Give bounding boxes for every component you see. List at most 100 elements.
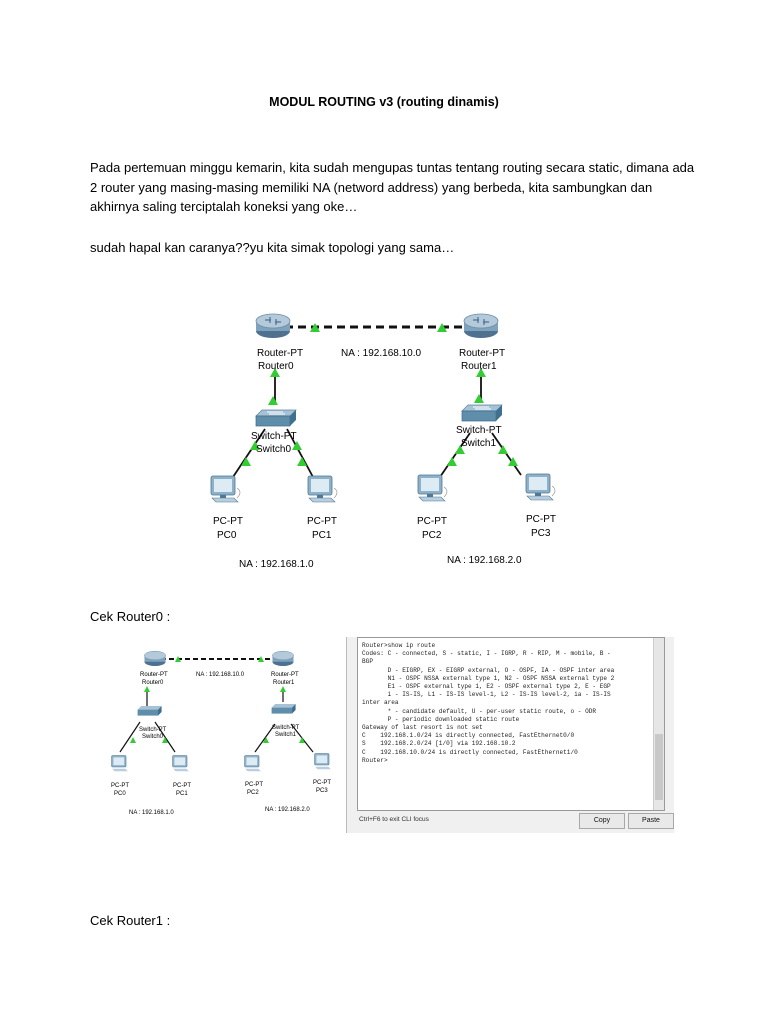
- cli-line: Codes: C - connected, S - static, I - IG…: [362, 650, 611, 658]
- switch1-name-label: Switch1: [275, 732, 297, 738]
- cli-line: P - periodic downloaded static route: [362, 715, 520, 723]
- link-status-marker: [447, 457, 457, 466]
- topology-thumbnail: Router-PT Router0 Router-PT Router1 NA :…: [111, 650, 331, 816]
- paste-button[interactable]: Paste: [628, 813, 674, 829]
- link-switch0-pc0: [119, 721, 141, 753]
- switch1-icon[interactable]: [271, 704, 296, 714]
- router0-type-label: Router-PT: [140, 672, 168, 678]
- intro-line: akhirnya saling terciptalah koneksi yang…: [90, 199, 358, 214]
- cli-scrollbar[interactable]: [653, 638, 664, 810]
- link-status-marker: [130, 737, 136, 743]
- link-switch1-pc3: [491, 432, 522, 476]
- router0-icon[interactable]: [255, 313, 291, 339]
- router1-name-label: Router1: [461, 361, 497, 372]
- link-switch1-pc2: [254, 723, 276, 753]
- pc1-name-label: PC1: [312, 530, 332, 541]
- cli-line: i - IS-IS, L1 - IS-IS level-1, L2 - IS-I…: [362, 691, 611, 699]
- cli-line: Gateway of last resort is not set: [362, 724, 483, 732]
- router1-name-label: Router1: [273, 680, 295, 686]
- switch1-icon[interactable]: [461, 404, 503, 422]
- link-status-marker: [175, 656, 181, 662]
- heading-cek-router1: Cek Router1 :: [90, 913, 171, 928]
- lan1-network-label: NA : 192.168.2.0: [447, 555, 522, 566]
- pc3-type-label: PC-PT: [313, 780, 331, 786]
- link-status-marker: [162, 737, 168, 743]
- pc0-type-label: PC-PT: [213, 516, 243, 527]
- lan0-network-label: NA : 192.168.1.0: [129, 810, 174, 816]
- cli-line: C 192.168.1.0/24 is directly connected, …: [362, 732, 575, 740]
- switch1-type-label: Switch-PT: [456, 425, 502, 436]
- lan0-network-label: NA : 192.168.1.0: [239, 559, 314, 570]
- intro-paragraph: Pada pertemuan minggu kemarin, kita suda…: [90, 158, 695, 217]
- cli-line: BGP: [362, 658, 373, 666]
- cli-line: C 192.168.10.0/24 is directly connected,…: [362, 748, 578, 756]
- cli-line: inter area: [362, 699, 399, 707]
- cli-window: Router>show ip route Codes: C - connecte…: [346, 637, 674, 833]
- link-status-marker: [280, 686, 286, 692]
- cli-line: Router>show ip route: [362, 642, 436, 649]
- switch0-type-label: Switch-PT: [251, 431, 297, 442]
- link-switch1-pc2: [439, 432, 471, 478]
- pc0-name-label: PC0: [114, 791, 126, 797]
- pc1-name-label: PC1: [176, 791, 188, 797]
- pc2-name-label: PC2: [247, 790, 259, 796]
- pc0-name-label: PC0: [217, 530, 237, 541]
- router1-icon[interactable]: [272, 650, 294, 667]
- cli-line: N1 - OSPF NSSA external type 1, N2 - OSP…: [362, 674, 615, 682]
- link-network-label: NA : 192.168.10.0: [341, 348, 422, 359]
- cli-focus-hint: Ctrl+F6 to exit CLI focus: [359, 816, 429, 823]
- cli-line: E1 - OSPF external type 1, E2 - OSPF ext…: [362, 683, 611, 691]
- copy-button[interactable]: Copy: [579, 813, 625, 829]
- link-status-marker: [299, 737, 305, 743]
- router1-icon[interactable]: [463, 313, 499, 339]
- link-status-marker: [474, 394, 484, 403]
- pc3-type-label: PC-PT: [526, 514, 556, 525]
- router0-icon[interactable]: [144, 650, 166, 667]
- switch0-name-label: Switch0: [142, 734, 164, 740]
- router0-type-label: Router-PT: [257, 348, 303, 359]
- link-switch0-pc0: [232, 428, 266, 478]
- link-status-marker: [498, 445, 508, 454]
- switch0-icon[interactable]: [255, 409, 297, 427]
- link-switch0-pc1: [286, 428, 314, 478]
- pc0-icon[interactable]: [210, 475, 241, 503]
- pc0-icon[interactable]: [111, 755, 128, 772]
- second-paragraph: sudah hapal kan caranya??yu kita simak t…: [90, 240, 455, 255]
- router1-type-label: Router-PT: [271, 672, 299, 678]
- pc1-icon[interactable]: [172, 755, 189, 772]
- pc2-type-label: PC-PT: [245, 782, 263, 788]
- switch1-type-label: Switch-PT: [272, 725, 300, 731]
- pc2-name-label: PC2: [422, 530, 442, 541]
- pc2-icon[interactable]: [417, 474, 448, 502]
- link-status-marker: [144, 686, 150, 692]
- cli-output[interactable]: Router>show ip route Codes: C - connecte…: [357, 637, 665, 811]
- switch0-name-label: Switch0: [256, 444, 291, 455]
- pc3-icon[interactable]: [314, 753, 331, 770]
- cli-line: Router>: [362, 756, 388, 764]
- pc0-type-label: PC-PT: [111, 783, 129, 789]
- router0-name-label: Router0: [258, 361, 294, 372]
- switch1-name-label: Switch1: [461, 438, 496, 449]
- pc3-icon[interactable]: [525, 473, 556, 501]
- pc3-name-label: PC3: [316, 788, 328, 794]
- pc1-type-label: PC-PT: [307, 516, 337, 527]
- cli-line: D - EIGRP, EX - EIGRP external, O - OSPF…: [362, 666, 615, 674]
- pc2-type-label: PC-PT: [417, 516, 447, 527]
- cli-text: Router>show ip route Codes: C - connecte…: [362, 642, 654, 765]
- router1-type-label: Router-PT: [459, 348, 505, 359]
- intro-line: 2 router yang masing-masing memiliki NA …: [90, 179, 653, 195]
- heading-cek-router0: Cek Router0 :: [90, 609, 171, 624]
- cli-scrollbar-thumb[interactable]: [655, 734, 663, 800]
- topology-diagram: Router-PT Router0 Router-PT Router1 NA :…: [210, 313, 556, 570]
- pc2-icon[interactable]: [244, 755, 261, 772]
- switch0-icon[interactable]: [137, 706, 162, 716]
- lan1-network-label: NA : 192.168.2.0: [265, 807, 310, 813]
- switch0-type-label: Switch-PT: [139, 727, 167, 733]
- intro-line: Pada pertemuan minggu kemarin, kita suda…: [90, 160, 695, 175]
- pc1-icon[interactable]: [307, 475, 338, 503]
- document-title: MODUL ROUTING v3 (routing dinamis): [269, 95, 499, 109]
- link-status-marker: [268, 396, 278, 405]
- pc3-name-label: PC3: [531, 528, 551, 539]
- cli-line: S 192.168.2.0/24 [1/0] via 192.168.10.2: [362, 740, 516, 748]
- cli-line: * - candidate default, U - per-user stat…: [362, 707, 597, 715]
